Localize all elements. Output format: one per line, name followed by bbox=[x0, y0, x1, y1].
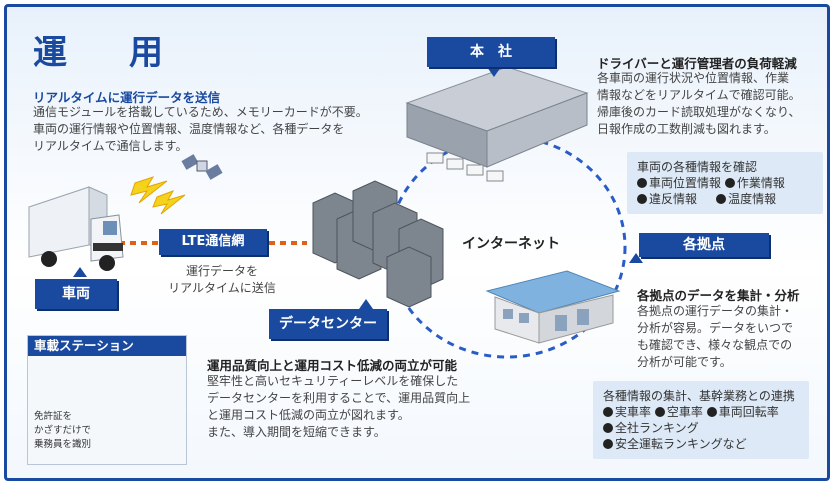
aggregate-item: 車両回転率 bbox=[718, 405, 779, 419]
aggregate-item: 空車率 bbox=[666, 405, 703, 419]
signal-bolt-icon bbox=[130, 176, 168, 204]
driver-body: 各車両の運行状況や位置情報、作業 情報などをリアルタイムで確認可能。 帰庫後のカ… bbox=[597, 71, 801, 136]
lte-network-label: LTE通信網 bbox=[159, 229, 267, 255]
warehouse-illustration bbox=[405, 66, 589, 182]
office-building-illustration bbox=[485, 270, 621, 344]
aggregate-title: 各種情報の集計、基幹業務との連携 bbox=[603, 389, 795, 403]
page-title: 運 用 bbox=[33, 33, 177, 73]
quality-heading: 運用品質向上と運用コスト低減の両立が可能 bbox=[207, 358, 458, 373]
bullet-icon bbox=[603, 439, 613, 449]
datacenter-servers bbox=[312, 180, 444, 308]
vehicle-info-title: 車両の各種情報を確認 bbox=[637, 160, 758, 174]
vehicle-info-item: 温度情報 bbox=[728, 192, 777, 206]
headquarters-label: 本 社 bbox=[427, 37, 555, 67]
station-caption: 免許証を かざすだけで 乗務員を識別 bbox=[34, 411, 92, 450]
branch-label: 各拠点 bbox=[639, 233, 769, 257]
bullet-icon bbox=[716, 194, 727, 204]
bullet-icon bbox=[603, 423, 613, 433]
aggregate-box: 各種情報の集計、基幹業務との連携 実車率 空車率 車両回転率 全社ランキング 安… bbox=[593, 381, 809, 459]
satellite-icon bbox=[181, 154, 223, 180]
branch-body: 各拠点の運行データの集計・ 分析が容易。データをいつで も確認でき、様々な観点で… bbox=[637, 304, 794, 369]
aggregate-item: 安全運転ランキングなど bbox=[615, 437, 747, 451]
station-title: 車載ステーション bbox=[28, 336, 186, 356]
diagram-frame: 運 用 リアルタイムに運行データを送信 通信モジュールを搭載しているため、メモリ… bbox=[4, 4, 830, 481]
datacenter-label: データセンター bbox=[269, 309, 387, 339]
realtime-heading: リアルタイムに運行データを送信 bbox=[33, 90, 221, 105]
transmit-caption: 運行データを リアルタイムに送信 bbox=[168, 264, 276, 295]
vehicle-label: 車両 bbox=[35, 279, 117, 309]
vehicle-info-item: 車両位置情報 bbox=[649, 176, 722, 190]
vehicle-info-box: 車両の各種情報を確認 車両位置情報 作業情報 違反情報 温度情報 bbox=[627, 152, 823, 214]
branch-heading: 各拠点のデータを集計・分析 bbox=[637, 288, 800, 303]
bullet-icon bbox=[706, 407, 717, 417]
bullet-icon bbox=[603, 407, 613, 417]
internet-label: インターネット bbox=[462, 236, 560, 252]
aggregate-item: 全社ランキング bbox=[615, 421, 699, 435]
realtime-body: 通信モジュールを搭載しているため、メモリーカードが不要。 車両の運行情報や位置情… bbox=[33, 105, 368, 153]
aggregate-item: 実車率 bbox=[615, 405, 652, 419]
bullet-icon bbox=[637, 194, 647, 204]
vehicle-info-item: 違反情報 bbox=[649, 192, 698, 206]
bullet-icon bbox=[637, 178, 647, 188]
signal-bolt-icon bbox=[152, 190, 186, 215]
bullet-icon bbox=[654, 407, 665, 417]
bullet-icon bbox=[724, 178, 735, 188]
quality-body: 堅牢性と高いセキュリティーレベルを確保した データセンターを利用することで、運用… bbox=[207, 374, 471, 439]
station-panel: 車載ステーション 免許証を かざすだけで 乗務員を識別 bbox=[27, 335, 187, 465]
driver-heading: ドライバーと運行管理者の負荷軽減 bbox=[597, 56, 797, 71]
truck-illustration bbox=[28, 186, 124, 271]
vehicle-info-item: 作業情報 bbox=[736, 176, 785, 190]
